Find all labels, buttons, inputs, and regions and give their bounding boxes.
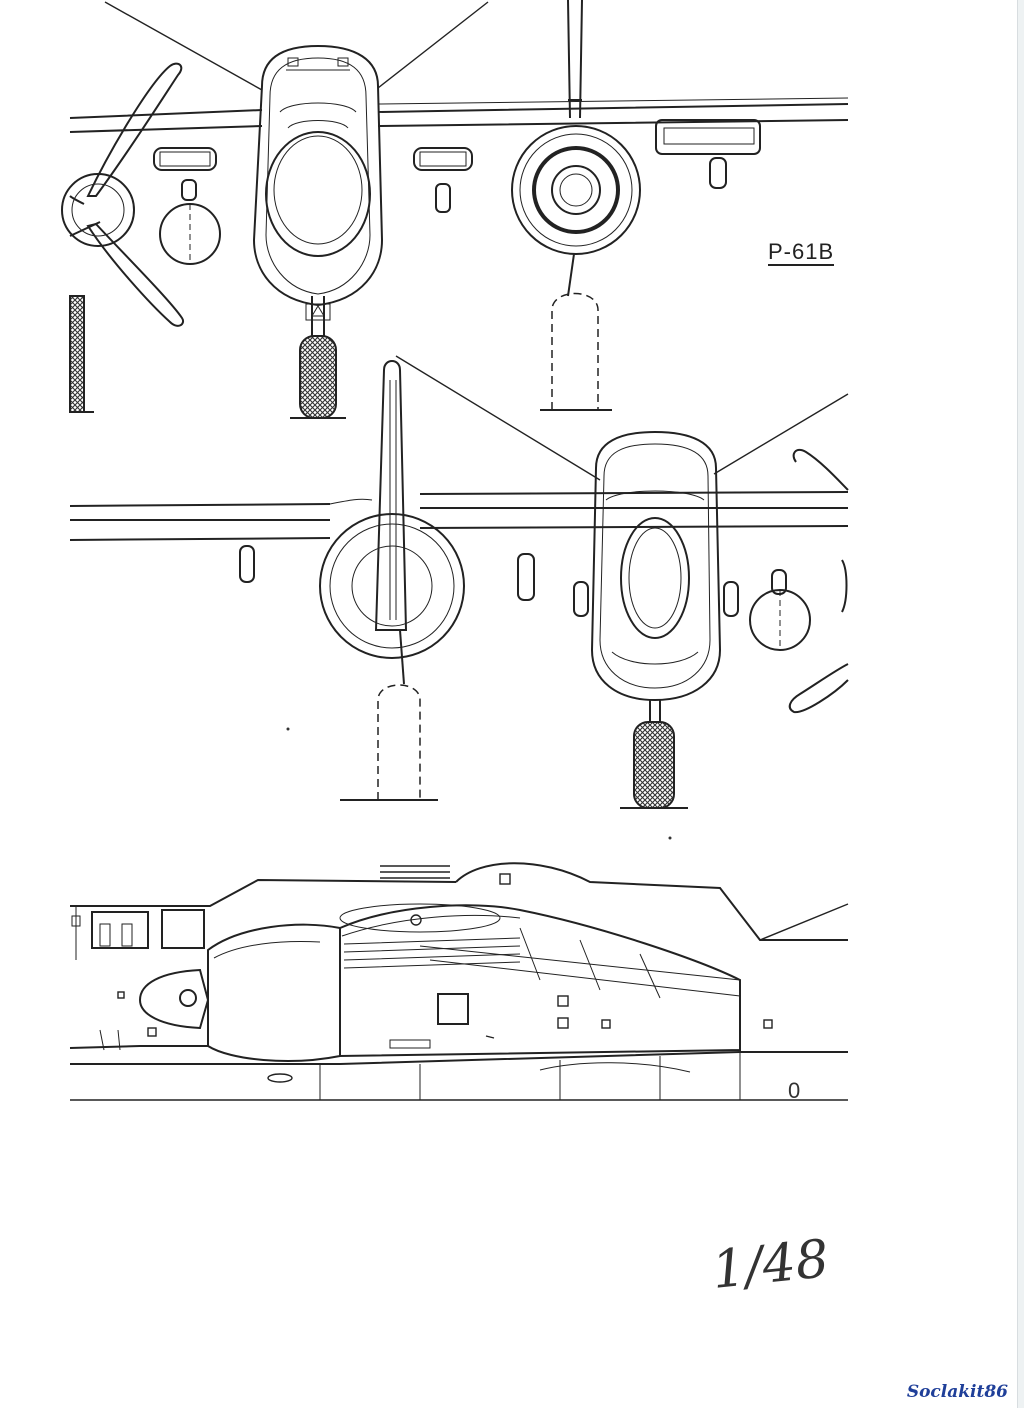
handwritten-scale-note: 1/48 xyxy=(709,1229,832,1301)
side-view: 0 xyxy=(69,862,849,1103)
rear-view xyxy=(69,355,849,809)
aircraft-model-label: P-61B xyxy=(768,239,835,266)
front-view xyxy=(61,0,849,419)
watermark-signature: Soclakit86 xyxy=(906,1382,1008,1402)
scanned-page-edge xyxy=(1017,0,1024,1408)
scan-speck xyxy=(286,727,290,731)
scan-speck xyxy=(668,836,672,840)
side-view-mark: 0 xyxy=(788,1078,800,1103)
